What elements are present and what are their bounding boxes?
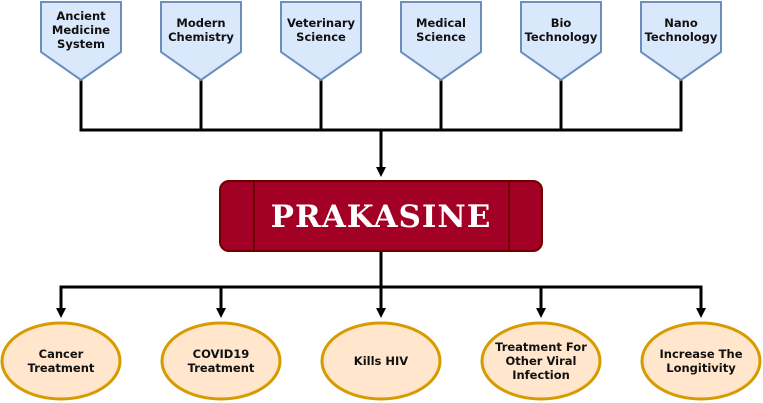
output-label-line: Increase The bbox=[660, 347, 743, 361]
source-label-line: System bbox=[57, 37, 105, 51]
output-ellipse bbox=[480, 321, 602, 401]
output-ellipse bbox=[640, 321, 762, 401]
output-label-line: Longitivity bbox=[666, 361, 736, 375]
center-label: PRAKASINE bbox=[271, 199, 492, 235]
output-label-line: Treatment For bbox=[495, 340, 587, 354]
source-shape bbox=[280, 1, 362, 82]
output-ellipse bbox=[320, 321, 442, 401]
source-label-line: Chemistry bbox=[168, 30, 234, 44]
source-label-line: Veterinary bbox=[287, 16, 356, 30]
output-ellipse bbox=[160, 321, 282, 401]
output-label-line: Infection bbox=[512, 368, 570, 382]
output-node: Kills HIV bbox=[320, 321, 442, 401]
center-box bbox=[219, 180, 543, 252]
source-shape bbox=[400, 1, 482, 82]
output-label-line: Kills HIV bbox=[354, 354, 408, 368]
output-label-line: Treatment bbox=[188, 361, 255, 375]
source-shape bbox=[520, 1, 602, 82]
source-shape bbox=[40, 1, 122, 82]
output-label-line: COVID19 bbox=[193, 347, 250, 361]
output-label-line: Treatment bbox=[28, 361, 95, 375]
source-label-line: Ancient bbox=[56, 9, 106, 23]
source-label-line: Science bbox=[296, 30, 346, 44]
central-product: PRAKASINE bbox=[219, 180, 543, 252]
source-label-line: Bio bbox=[551, 16, 572, 30]
source-shape bbox=[160, 1, 242, 82]
source-label-line: Modern bbox=[176, 16, 225, 30]
output-label-line: Other Viral bbox=[506, 354, 577, 368]
source-shape bbox=[640, 1, 722, 82]
source-label-line: Science bbox=[416, 30, 466, 44]
source-label-line: Technology bbox=[645, 30, 718, 44]
source-label-line: Nano bbox=[664, 16, 698, 30]
source-label-line: Technology bbox=[525, 30, 598, 44]
connector-lines bbox=[56, 80, 706, 318]
output-label-line: Cancer bbox=[39, 347, 84, 361]
source-label-line: Medicine bbox=[52, 23, 110, 37]
source-label-line: Medical bbox=[416, 16, 466, 30]
output-ellipse bbox=[0, 321, 122, 401]
